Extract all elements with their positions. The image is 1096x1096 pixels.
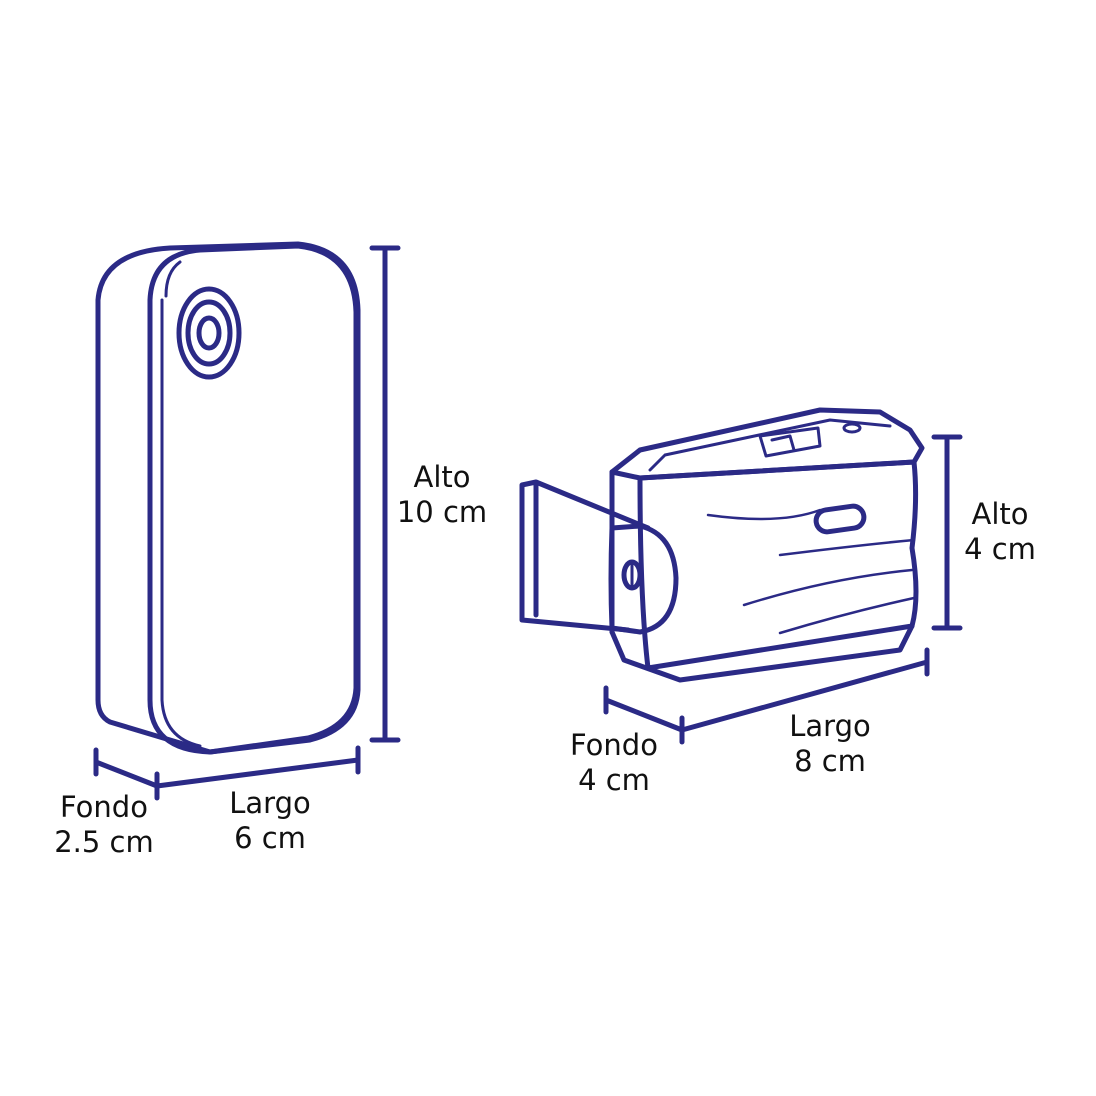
fondo-label-device-1: Fondo 2.5 cm	[44, 790, 164, 860]
bracket-sensor-dimension-lines	[603, 434, 963, 745]
bracket-sensor-device-illustration	[519, 407, 925, 683]
alto-label-device-2: Alto 4 cm	[950, 497, 1050, 567]
tall-sensor-lens-middle	[185, 299, 233, 367]
largo-value-text: 8 cm	[794, 744, 866, 778]
alto-value-text: 4 cm	[964, 532, 1036, 566]
largo-label-text: Largo	[789, 709, 871, 743]
tall-sensor-device-illustration	[95, 241, 361, 755]
largo-line-2	[679, 659, 930, 733]
tall-sensor-lens-outer	[176, 286, 242, 380]
tall-sensor-inner-edge	[160, 260, 202, 748]
alto-label-text: Alto	[971, 497, 1029, 531]
largo-label-device-2: Largo 8 cm	[780, 709, 880, 779]
tall-sensor-lens-inner	[196, 315, 222, 351]
bracket-sensor-base	[609, 623, 915, 683]
bracket-sensor-indicator	[842, 422, 862, 434]
fondo-value-text: 2.5 cm	[54, 825, 154, 859]
fondo-label-text: Fondo	[570, 728, 658, 762]
fondo-value-text: 4 cm	[578, 763, 650, 797]
largo-label-text: Largo	[229, 786, 311, 820]
largo-line-1	[154, 757, 361, 789]
alto-label-device-1: Alto 10 cm	[392, 460, 492, 530]
bracket-sensor-top-lid	[609, 407, 925, 481]
alto-value-text: 10 cm	[396, 495, 488, 529]
largo-value-text: 6 cm	[234, 821, 306, 855]
bracket-sensor-switch	[758, 426, 822, 458]
tall-sensor-front-face	[147, 243, 359, 755]
bracket-plate	[519, 479, 651, 633]
fondo-label-text: Fondo	[60, 790, 148, 824]
fondo-line-1	[93, 759, 160, 789]
bracket-sensor-port	[813, 503, 867, 535]
tall-sensor-dimension-lines	[93, 245, 401, 801]
bracket-sensor-housing	[637, 459, 919, 671]
largo-label-device-1: Largo 6 cm	[220, 786, 320, 856]
alto-label-text: Alto	[413, 460, 471, 494]
fondo-label-device-2: Fondo 4 cm	[556, 728, 672, 798]
fondo-line-2	[603, 697, 685, 733]
